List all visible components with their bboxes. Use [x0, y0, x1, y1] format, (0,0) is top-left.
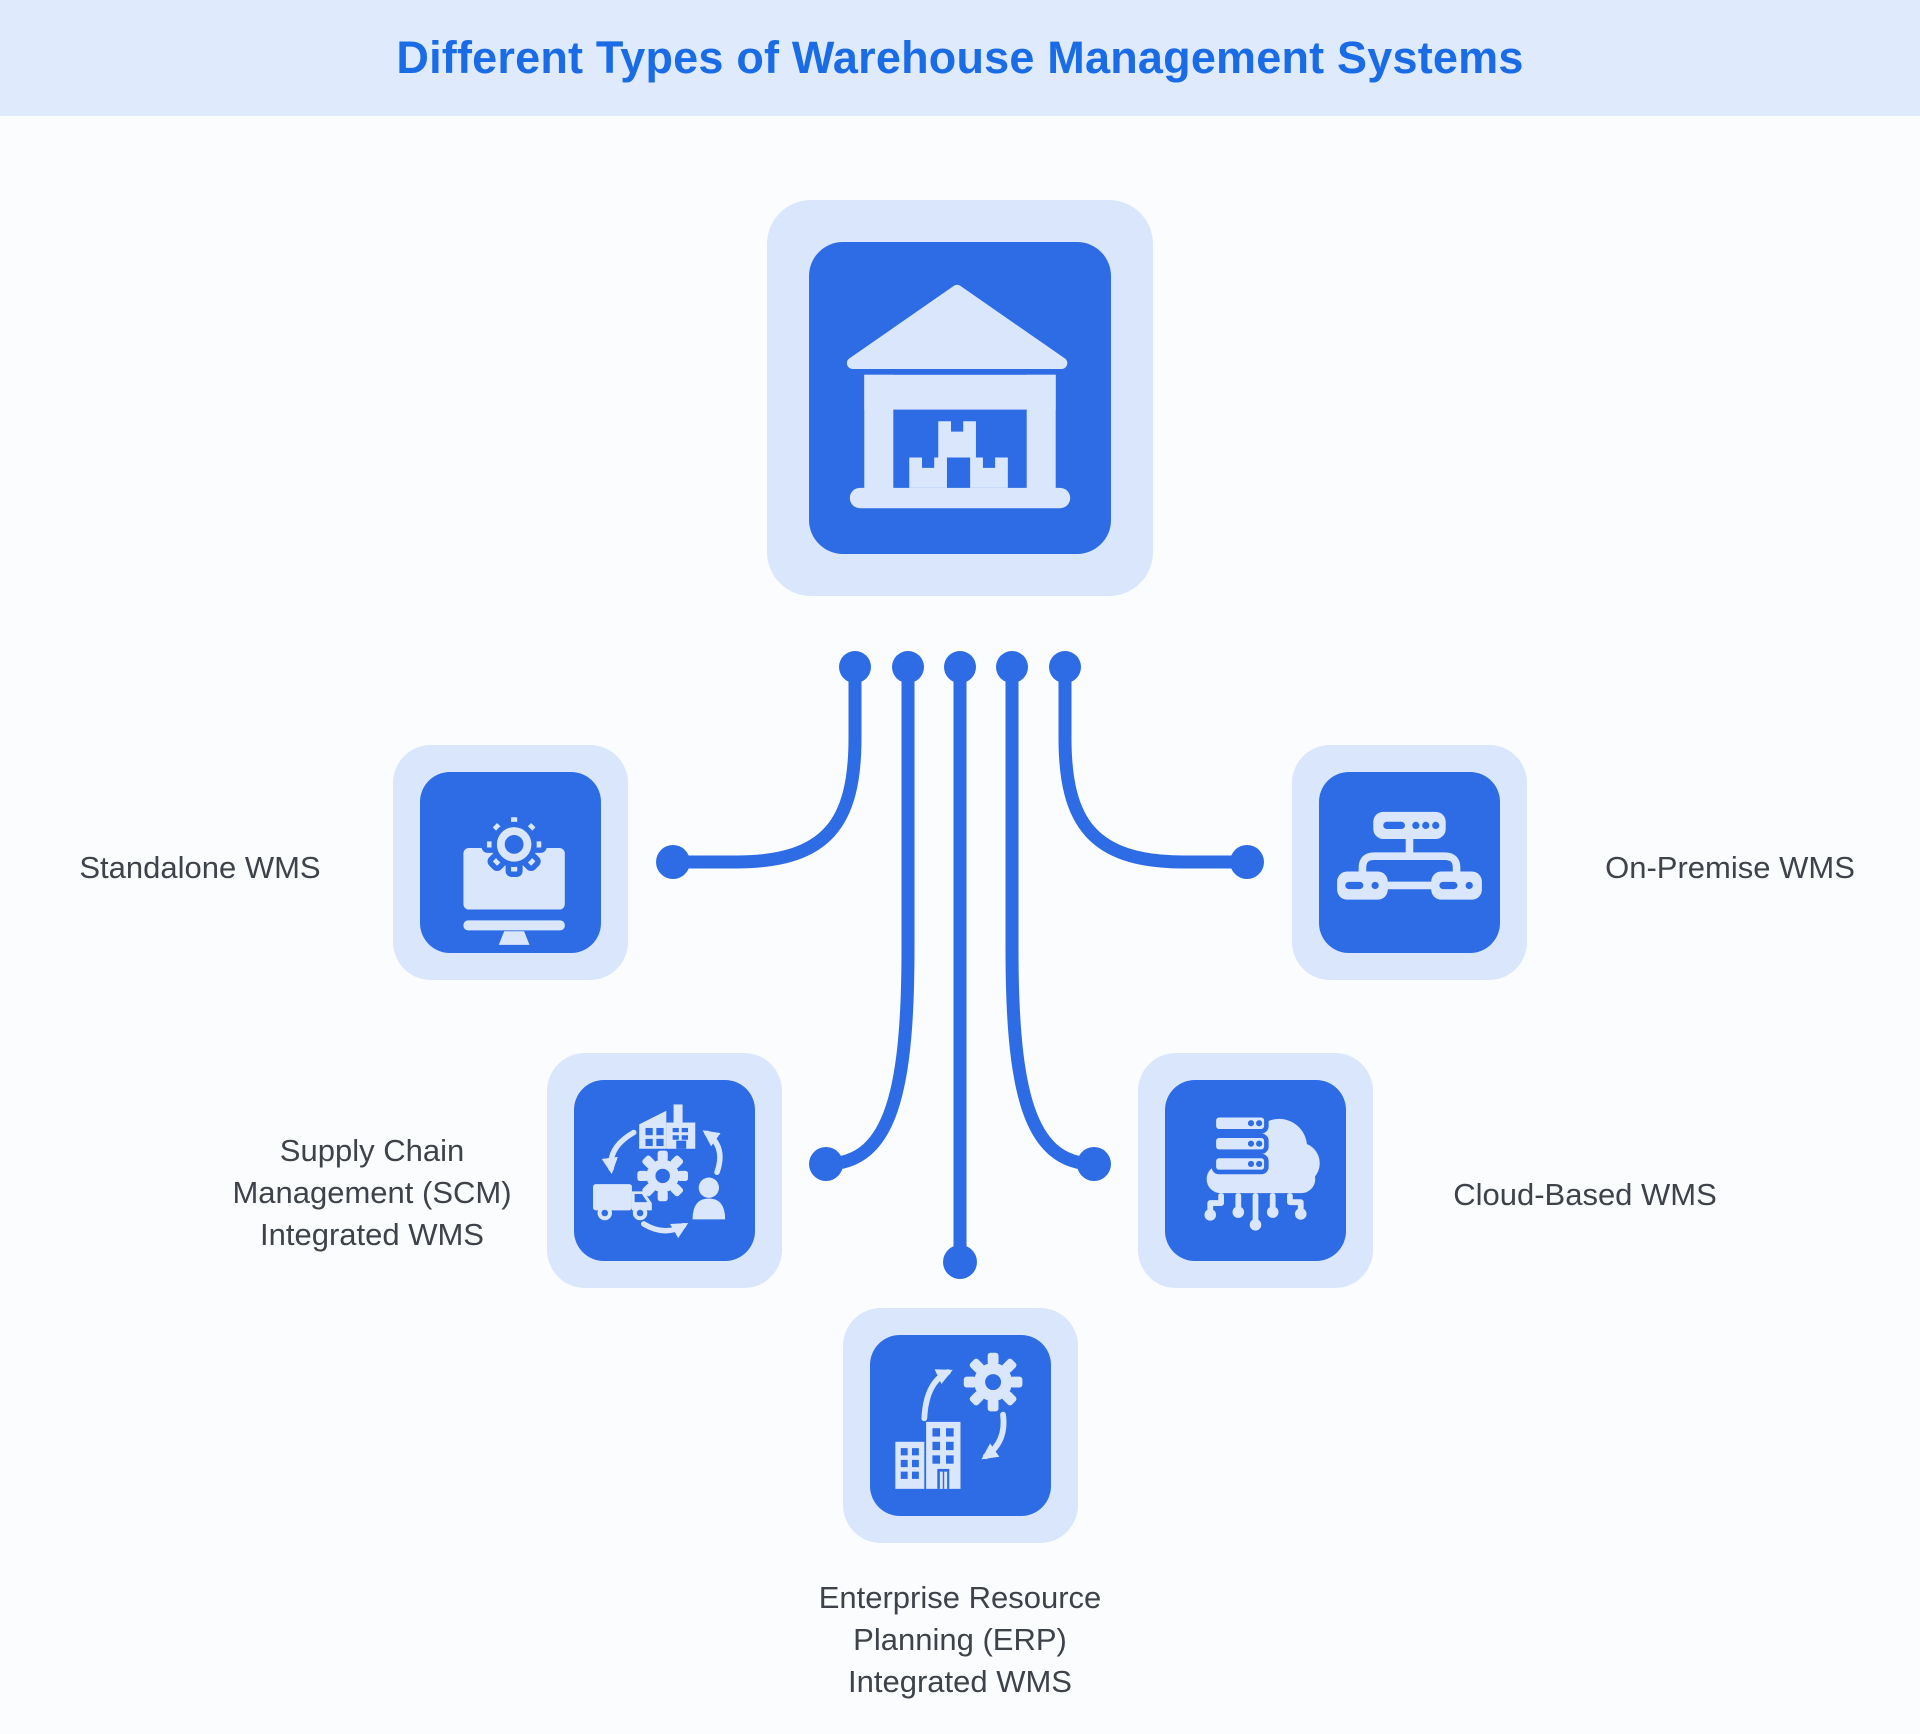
- node-erp: [843, 1308, 1078, 1543]
- warehouse-icon: [846, 284, 1071, 509]
- gear: [637, 1150, 689, 1202]
- label-on-premise: On-Premise WMS: [1560, 847, 1900, 889]
- connector-cloud: [1005, 660, 1101, 1171]
- erp-tile: [870, 1335, 1051, 1516]
- label-standalone: Standalone WMS: [30, 847, 370, 889]
- cloud-tile: [1165, 1080, 1346, 1261]
- standalone-tile: [420, 772, 601, 953]
- label-scm: Supply Chain Management (SCM) Integrated…: [192, 1130, 552, 1256]
- label-erp: Enterprise Resource Planning (ERP) Integ…: [740, 1577, 1180, 1703]
- label-on-premise-line: On-Premise WMS: [1605, 850, 1855, 885]
- label-standalone-line: Standalone WMS: [79, 850, 321, 885]
- gear: [481, 811, 547, 877]
- label-scm-line-1: Supply Chain: [279, 1133, 465, 1168]
- label-erp-line-2: Planning (ERP): [853, 1622, 1067, 1657]
- scm-tile: [574, 1080, 755, 1261]
- label-cloud: Cloud-Based WMS: [1405, 1174, 1765, 1216]
- node-warehouse: [767, 200, 1153, 596]
- page-title: Different Types of Warehouse Management …: [396, 32, 1524, 83]
- buildings-gear-icon: [895, 1352, 1023, 1489]
- label-erp-line-1: Enterprise Resource: [818, 1580, 1102, 1615]
- connector-paths: [666, 660, 1254, 1269]
- connector-standalone: [666, 660, 862, 869]
- connector-on-premise: [1058, 660, 1254, 869]
- warehouse-tile: [809, 242, 1111, 554]
- title-banner: Different Types of Warehouse Management …: [0, 0, 1920, 116]
- label-erp-line-3: Integrated WMS: [848, 1664, 1072, 1699]
- label-scm-line-2: Management (SCM): [232, 1175, 512, 1210]
- connector-scm: [819, 660, 915, 1171]
- node-scm: [547, 1053, 782, 1288]
- server-network-icon: [1337, 811, 1482, 900]
- monitor-gear-icon: [463, 811, 565, 945]
- on-premise-tile: [1319, 772, 1500, 953]
- node-on-premise: [1292, 745, 1527, 980]
- label-cloud-line: Cloud-Based WMS: [1453, 1177, 1717, 1212]
- cloud-server-icon: [1204, 1113, 1320, 1231]
- gear: [963, 1352, 1023, 1412]
- connector-dots: [656, 651, 1264, 1279]
- node-standalone: [393, 745, 628, 980]
- label-scm-line-3: Integrated WMS: [260, 1217, 484, 1252]
- supply-chain-cycle-icon: [593, 1104, 726, 1239]
- node-cloud: [1138, 1053, 1373, 1288]
